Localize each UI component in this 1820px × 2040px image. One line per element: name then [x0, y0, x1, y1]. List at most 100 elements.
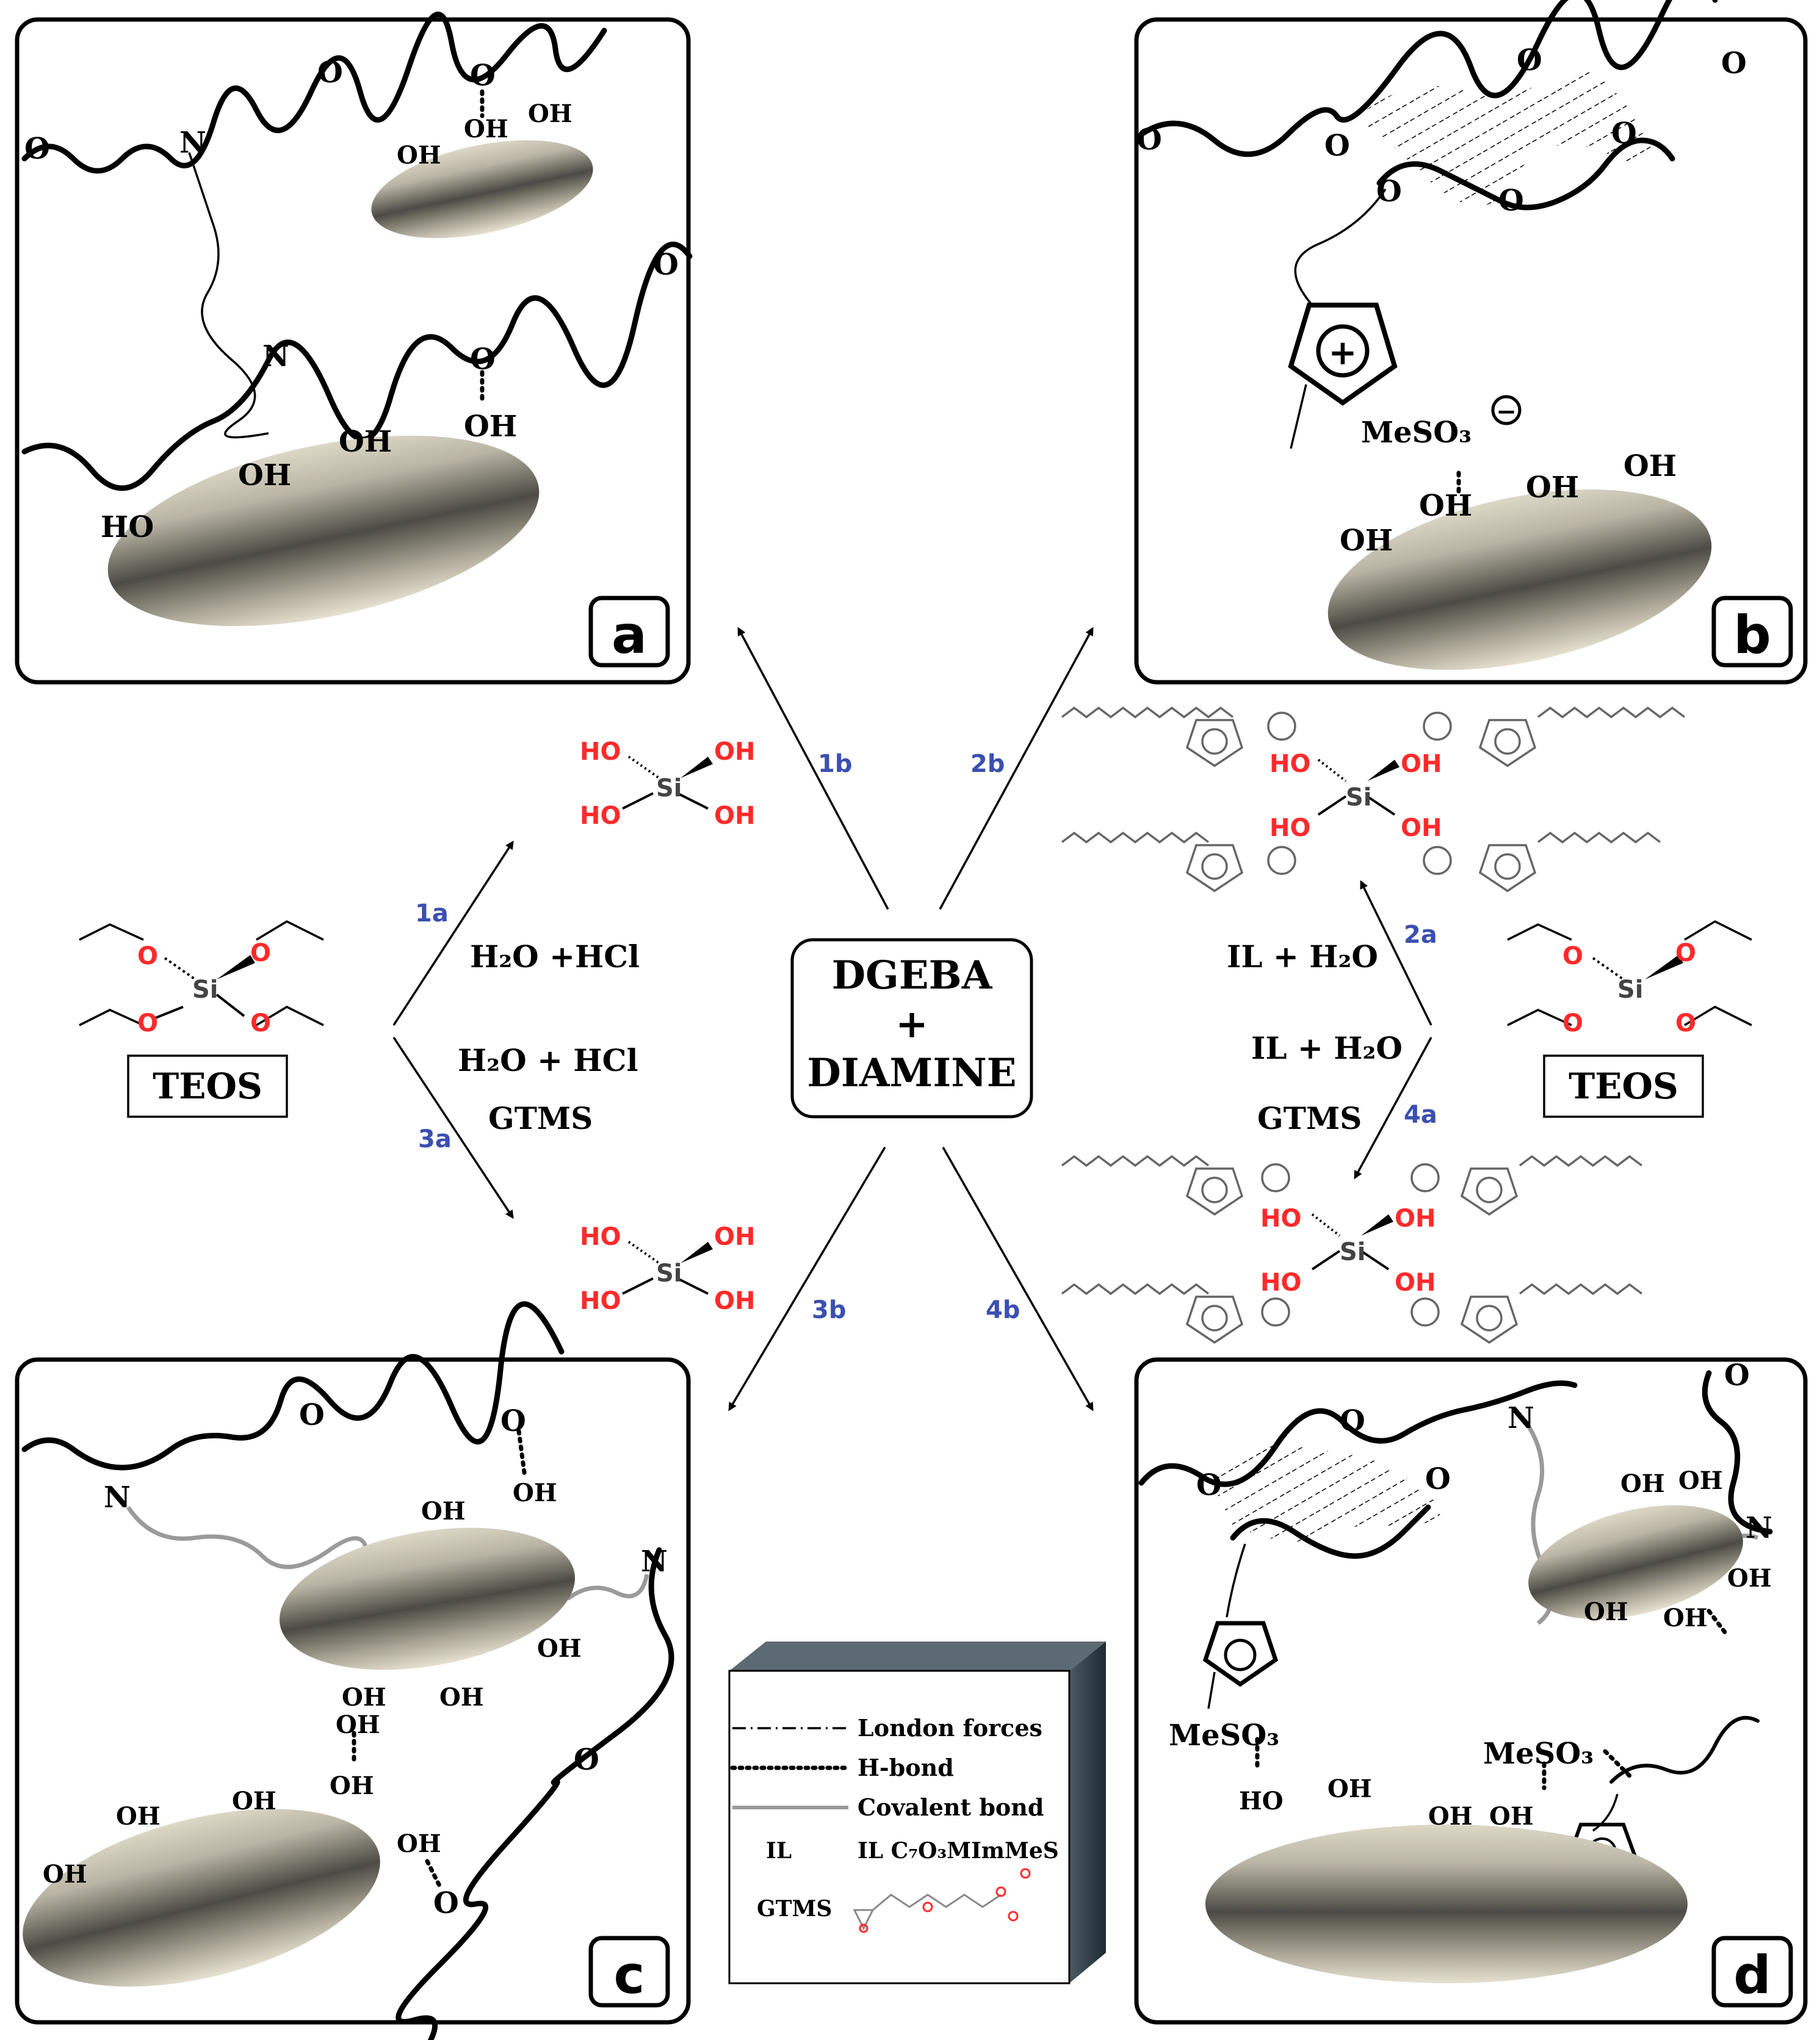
oh-label: OH	[43, 1860, 87, 1889]
gtms-structure-icon	[853, 1868, 1031, 1933]
oh-label: OH	[330, 1771, 374, 1800]
condition-3a-l1: H₂O + HCl	[458, 1042, 638, 1078]
oh-label: OH	[464, 115, 508, 143]
condition-3a-l2: GTMS	[488, 1100, 593, 1136]
silanol-left-top: HO OH HO OH Si	[580, 738, 755, 830]
atom-o: O	[1196, 1468, 1222, 1502]
oh-label: OH	[1489, 1802, 1534, 1831]
oh-label: OH	[1340, 524, 1393, 558]
oh-label: HO	[580, 738, 621, 766]
step-3b: 3b	[812, 1296, 846, 1324]
atom-o: O	[1562, 942, 1583, 970]
oh-label: HO	[1269, 750, 1310, 778]
condition-4a-l1: IL + H₂O	[1251, 1030, 1403, 1066]
atom-o: O	[1517, 43, 1542, 77]
center-box: DGEBA + DIAMINE	[790, 938, 1033, 1119]
oh-label: OH	[464, 409, 517, 444]
oh-label: OH	[1428, 1802, 1473, 1831]
oh-label: OH	[1395, 1205, 1435, 1233]
atom-o: O	[137, 1009, 158, 1037]
condition-4a-l2: GTMS	[1257, 1100, 1362, 1136]
silanol-left-bottom: HO OH HO OH Si	[580, 1223, 755, 1315]
oh-label: OH	[1678, 1466, 1723, 1495]
atom-o: O	[1136, 123, 1162, 157]
panel-b: + O O O O O O O MeSO₃ − OH OH OH OH b	[1134, 0, 1808, 685]
center-line1: DGEBA	[832, 953, 993, 998]
atom-o: O	[1562, 1009, 1583, 1037]
panel-badge-d: d	[1733, 1945, 1771, 2006]
oh-label: OH	[116, 1802, 161, 1831]
cation-plus: +	[1329, 333, 1357, 373]
panel-badge-c: c	[614, 1945, 645, 2006]
anion-minus: −	[1496, 398, 1517, 426]
teos-label-left: TEOS	[153, 1065, 262, 1107]
oh-label: OH	[238, 458, 291, 492]
legend-il-value: IL C₇O₃MImMeS	[858, 1838, 1059, 1864]
oh-label: OH	[714, 802, 755, 830]
atom-o: O	[1721, 46, 1747, 81]
legend-covalent-bond: Covalent bond	[858, 1793, 1044, 1821]
atom-si: Si	[656, 1260, 682, 1288]
condition-2a: IL + H₂O	[1227, 939, 1378, 975]
oh-label: OH	[1401, 814, 1442, 842]
oh-label: OH	[421, 1497, 466, 1526]
mesylate-anion: MeSO₃	[1361, 416, 1472, 450]
oh-label: OH	[339, 425, 392, 459]
legend-il-key: IL	[766, 1838, 792, 1864]
atom-si: Si	[1346, 784, 1372, 812]
atom-n: N	[179, 126, 206, 160]
atom-o: O	[137, 942, 158, 970]
oh-label: OH	[1526, 470, 1579, 505]
atom-o: O	[1724, 1358, 1750, 1393]
condition-1a: H₂O +HCl	[470, 939, 640, 975]
legend-london-forces: London forces	[858, 1714, 1042, 1742]
atom-si: Si	[1340, 1238, 1366, 1266]
oh-label: OH	[528, 99, 572, 128]
atom-o: O	[433, 1886, 459, 1920]
atom-o: O	[500, 1404, 526, 1438]
teos-label-right: TEOS	[1569, 1065, 1678, 1107]
atom-o: O	[317, 56, 343, 90]
atom-o: O	[653, 248, 679, 282]
oh-label: OH	[342, 1683, 386, 1712]
legend-box: London forces H-bond Covalent bond IL IL…	[728, 1642, 1106, 1984]
atom-o: O	[1425, 1462, 1451, 1496]
il-silanol-right-top: HO OH HO OH Si	[1061, 706, 1686, 893]
ho-label: HO	[1239, 1787, 1284, 1815]
oh-label: HO	[580, 1223, 621, 1251]
oh-label: OH	[397, 141, 441, 170]
oh-label: OH	[1620, 1469, 1665, 1498]
oh-label: OH	[1327, 1775, 1372, 1803]
oh-label: HO	[580, 1287, 621, 1315]
oh-label: HO	[1260, 1269, 1301, 1297]
teos-right: O O O O Si TEOS	[1507, 920, 1752, 1118]
step-2b: 2b	[970, 750, 1005, 778]
oh-label: OH	[1584, 1598, 1628, 1626]
center-line3: DIAMINE	[807, 1050, 1016, 1096]
atom-o: O	[299, 1398, 325, 1432]
oh-label: HO	[580, 802, 621, 830]
atom-o: O	[470, 342, 496, 377]
atom-o: O	[1324, 129, 1350, 163]
oh-label: HO	[1269, 814, 1310, 842]
il-silanol-right-bottom: HO OH HO OH Si	[1061, 1155, 1643, 1344]
oh-label: OH	[336, 1710, 380, 1739]
reaction-arrows	[392, 627, 1432, 1411]
step-4b: 4b	[986, 1296, 1020, 1324]
atom-o: O	[24, 132, 50, 166]
oh-label: OH	[397, 1829, 441, 1858]
oh-label: HO	[1260, 1205, 1301, 1233]
atom-o: O	[1376, 175, 1402, 209]
atom-o: O	[574, 1743, 599, 1777]
mesylate-anion: MeSO₃	[1483, 1737, 1594, 1771]
oh-label: OH	[439, 1683, 484, 1712]
panel-a: N N O O O O O OH OH OH HO OH OH OH a	[15, 12, 693, 685]
legend-h-bond: H-bond	[858, 1754, 954, 1781]
step-3a: 3a	[418, 1125, 452, 1153]
oh-label: OH	[537, 1634, 582, 1663]
oh-label: OH	[1395, 1269, 1435, 1297]
oh-label: OH	[714, 738, 755, 766]
atom-o: O	[250, 939, 271, 967]
step-1a: 1a	[415, 899, 449, 928]
